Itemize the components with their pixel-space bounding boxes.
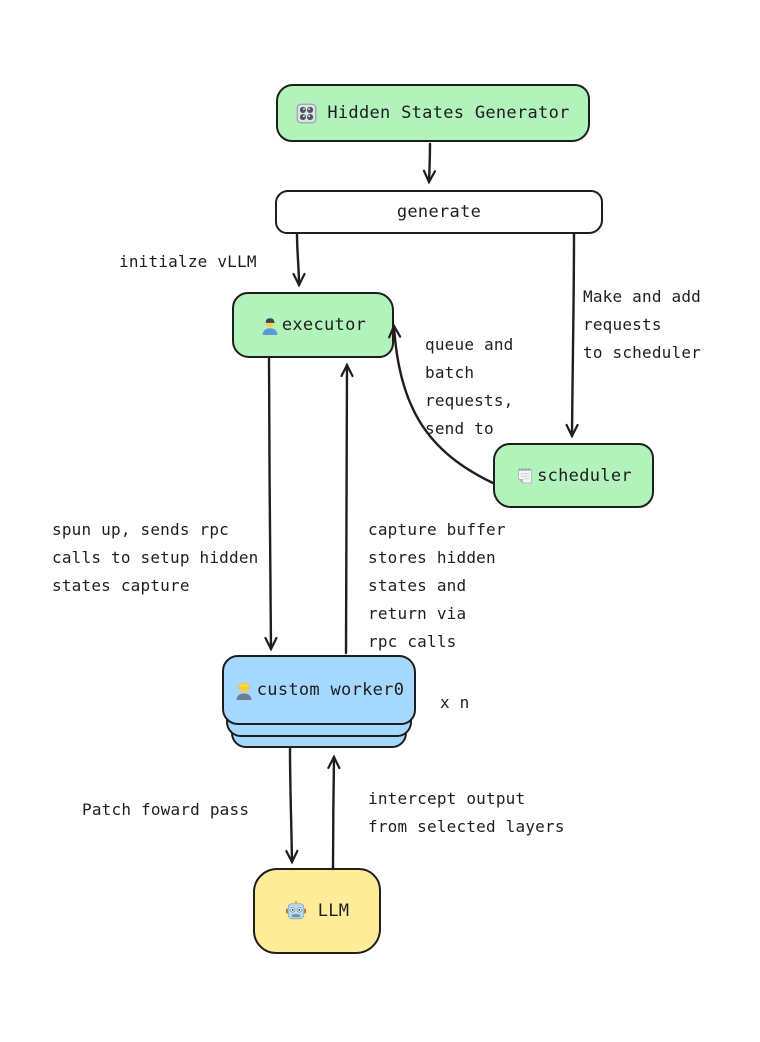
control-knobs-icon bbox=[296, 103, 317, 124]
node-generate: generate bbox=[275, 190, 603, 234]
annotation-queue-and-batch: queue and batch requests, send to bbox=[425, 335, 514, 438]
annotation-initialize-vllm: initialze vLLM bbox=[119, 252, 257, 271]
node-scheduler: scheduler bbox=[493, 443, 654, 508]
arrow-executor-to-worker bbox=[264, 357, 278, 652]
arrow-generate-to-executor bbox=[292, 232, 306, 288]
node-hidden-states-generator: Hidden States Generator bbox=[276, 84, 590, 142]
node-label-llm: LLM bbox=[317, 901, 350, 921]
construction-worker-icon bbox=[234, 680, 254, 700]
node-custom-worker: custom worker0 bbox=[222, 655, 416, 725]
node-label-scheduler: scheduler bbox=[537, 465, 632, 486]
arrow-generate-to-scheduler bbox=[565, 232, 579, 439]
annotation-capture-buffer: capture buffer stores hidden states and … bbox=[368, 520, 506, 651]
arrow-generator-to-generate bbox=[422, 142, 437, 185]
node-label-executor: executor bbox=[281, 315, 367, 335]
node-label-generate: generate bbox=[396, 202, 482, 222]
worker-multiplier-label: x n bbox=[440, 693, 470, 712]
annotation-spun-up-rpc: spun up, sends rpc calls to setup hidden… bbox=[52, 520, 259, 595]
arrow-worker-to-executor bbox=[340, 362, 354, 655]
arrow-llm-to-worker bbox=[327, 754, 341, 871]
node-executor: executor bbox=[232, 292, 394, 358]
node-llm: LLM bbox=[253, 868, 381, 954]
node-label-worker: custom worker0 bbox=[256, 680, 405, 700]
node-label-generator: Hidden States Generator bbox=[327, 103, 570, 123]
robot-icon bbox=[285, 900, 307, 922]
annotation-make-and-add-requests: Make and add requests to scheduler bbox=[583, 287, 701, 362]
factory-worker-icon bbox=[260, 315, 280, 335]
notepad-icon bbox=[515, 466, 535, 486]
annotation-intercept-output: intercept output from selected layers bbox=[368, 789, 565, 836]
arrow-worker-to-llm bbox=[285, 747, 299, 865]
annotation-patch-forward-pass: Patch foward pass bbox=[82, 800, 250, 819]
